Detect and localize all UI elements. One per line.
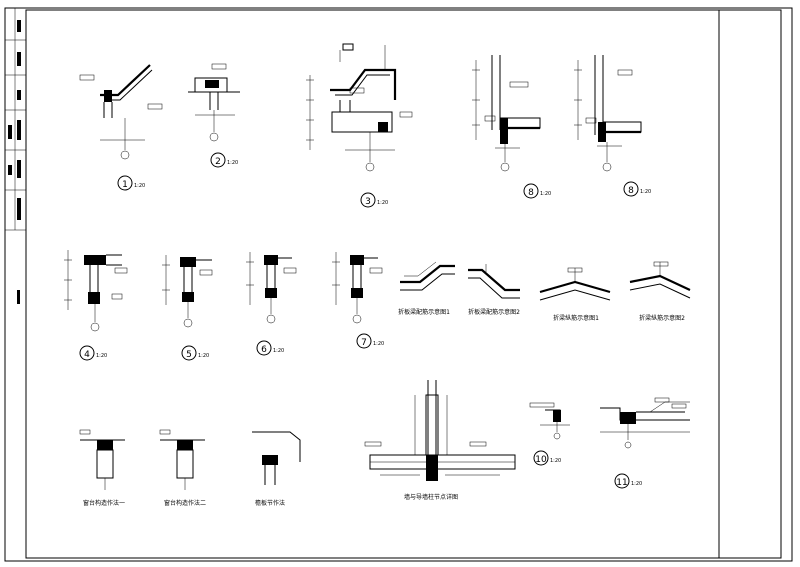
detail-mark: 10 <box>535 455 547 465</box>
caption-constr-col-2: 窗台构造作法二 <box>164 499 206 507</box>
detail-7: 7 1:20 <box>332 252 384 349</box>
detail-scale: 1:20 <box>631 481 642 487</box>
detail-mark: 3 <box>365 197 371 207</box>
caption-beam-rebar-2: 折梁纵筋示意图2 <box>639 314 685 322</box>
detail-scale: 1:20 <box>273 348 284 354</box>
detail-mark: 7 <box>361 338 367 348</box>
detail-mark: 6 <box>261 345 267 355</box>
detail-2: 2 1:20 <box>188 63 240 168</box>
parapet-detail: 檐板节作法 <box>252 431 301 507</box>
detail-scale: 1:20 <box>373 341 384 347</box>
detail-scale: 1:20 <box>640 189 651 195</box>
detail-1: 1 1:20 <box>79 64 163 191</box>
detail-mark: 2 <box>215 157 221 167</box>
detail-10: 10 1:20 <box>529 402 570 466</box>
caption-parapet: 檐板节作法 <box>255 499 285 507</box>
detail-scale: 1:20 <box>134 183 145 189</box>
detail-mark: 8 <box>528 188 534 198</box>
detail-8b: 8 1:20 <box>574 55 651 197</box>
detail-3: 3 1:20 <box>306 43 413 208</box>
caption-constr-col-1: 窗台构造作法一 <box>83 499 125 507</box>
detail-scale: 1:20 <box>540 191 551 197</box>
sheet-frame <box>4 7 793 562</box>
caption-slab-rebar-1: 折板梁配筋示意图1 <box>398 308 450 316</box>
slab-rebar-sketch-2: 折板梁配筋示意图2 <box>468 264 520 316</box>
detail-6: 6 1:20 <box>246 252 297 356</box>
window-sill-detail-1: 窗台构造作法一 <box>79 429 125 507</box>
detail-scale: 1:20 <box>550 458 561 464</box>
beam-rebar-sketch-2: 折梁纵筋示意图2 <box>629 261 691 322</box>
wall-column-joint-detail: 墙与导墙柱节点详图 <box>364 380 516 501</box>
caption-slab-rebar-2: 折板梁配筋示意图2 <box>468 308 520 316</box>
detail-scale: 1:20 <box>96 353 107 359</box>
detail-mark: 11 <box>616 478 627 488</box>
beam-rebar-sketch-1: 折梁纵筋示意图1 <box>539 267 611 322</box>
detail-scale: 1:20 <box>227 160 238 166</box>
detail-8a: 8 1:20 <box>472 55 551 199</box>
slab-rebar-sketch-1: 折板梁配筋示意图1 <box>398 261 455 316</box>
detail-5: 5 1:20 <box>162 255 213 361</box>
detail-mark: 8 <box>628 186 634 196</box>
window-sill-detail-2: 窗台构造作法二 <box>159 429 206 507</box>
caption-beam-rebar-1: 折梁纵筋示意图1 <box>553 314 599 322</box>
detail-4: 4 1:20 <box>64 250 128 361</box>
detail-mark: 5 <box>186 350 192 360</box>
detail-mark: 1 <box>122 180 128 190</box>
detail-11: 11 1:20 <box>600 397 690 489</box>
caption-wall-joint: 墙与导墙柱节点详图 <box>404 493 458 501</box>
detail-mark: 4 <box>84 350 90 360</box>
detail-scale: 1:20 <box>198 353 209 359</box>
detail-scale: 1:20 <box>377 200 388 206</box>
binding-strip <box>5 8 26 304</box>
